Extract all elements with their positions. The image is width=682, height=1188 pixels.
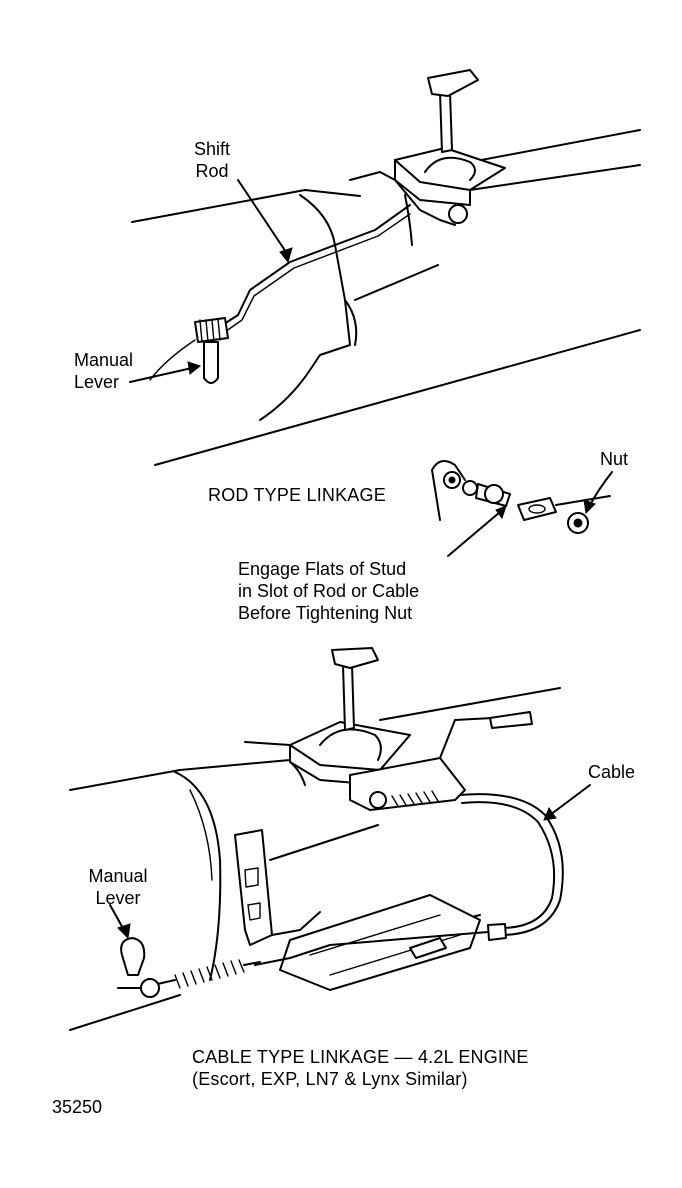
cable-type-linkage-drawing bbox=[69, 647, 591, 1031]
housing-rib bbox=[149, 339, 196, 381]
engage-flats-label-line2: in Slot of Rod or Cable bbox=[238, 581, 420, 601]
shift-rod-label-line1: Shift bbox=[193, 139, 231, 159]
figure-number: 35250 bbox=[52, 1097, 103, 1117]
stud-nut-detail-drawing bbox=[431, 460, 613, 557]
transmission-body-mid-edge bbox=[354, 264, 439, 301]
manual-lever-bottom-label-line2: Lever bbox=[95, 888, 141, 908]
cable-label: Cable bbox=[588, 762, 636, 782]
detail-rod-continuation bbox=[555, 495, 611, 506]
floor-line-right bbox=[454, 129, 641, 166]
detail-slot bbox=[528, 504, 546, 514]
cable-manual-lever-pivot bbox=[140, 978, 160, 998]
nut-leader bbox=[589, 471, 613, 506]
cable-trans-lower-edge bbox=[69, 994, 181, 1031]
manual-lever-arm bbox=[203, 341, 219, 384]
cable-trans-bracket bbox=[234, 829, 273, 946]
detail-lever-arm bbox=[431, 460, 466, 521]
engage-flats-label-line3: Before Tightening Nut bbox=[238, 603, 413, 623]
cable-shifter-boot bbox=[319, 728, 382, 761]
shift-lever-t-handle bbox=[427, 69, 479, 97]
engage-flats-label-line1: Engage Flats of Stud bbox=[238, 559, 407, 579]
transmission-housing-curve bbox=[259, 194, 351, 421]
detail-washer bbox=[462, 480, 478, 496]
cable-type-linkage-caption-line1: CABLE TYPE LINKAGE — 4.2L ENGINE bbox=[192, 1047, 529, 1067]
cable-shifter-spring bbox=[391, 790, 439, 807]
cable-trans-mid-line bbox=[269, 824, 379, 861]
manual-lever-bottom-leader bbox=[109, 904, 125, 931]
shifter-console-boot bbox=[424, 156, 476, 181]
cable-loop-inner bbox=[461, 801, 556, 929]
manual-lever-top-label-line2: Lever bbox=[74, 372, 120, 392]
cable-oil-pan bbox=[279, 894, 481, 991]
nut-label: Nut bbox=[600, 449, 629, 469]
detail-rod-slot-end bbox=[517, 497, 557, 521]
cable-type-linkage-caption: CABLE TYPE LINKAGE — 4.2L ENGINE (Escort… bbox=[192, 1046, 529, 1090]
cable-shifter-plate bbox=[289, 721, 411, 771]
cable-trans-top-edge-right bbox=[379, 687, 561, 721]
cable-trans-top-edge bbox=[69, 759, 291, 791]
cable-spring-coil-lower bbox=[174, 959, 245, 989]
cable-shift-lever-shaft bbox=[342, 664, 355, 731]
shift-rod-label-line2: Rod bbox=[195, 161, 229, 181]
rod-type-linkage-drawing bbox=[129, 69, 641, 466]
shift-rod-arrowhead bbox=[279, 247, 293, 264]
manual-lever-rod-coils bbox=[199, 318, 221, 343]
cable-shifter-base bbox=[244, 741, 306, 786]
shift-rod-leader bbox=[237, 179, 289, 256]
shifter-console-plate bbox=[394, 147, 506, 191]
housing-flange bbox=[344, 299, 358, 346]
transmission-body-lower-edge bbox=[154, 329, 641, 466]
cable-type-linkage-caption-line2: (Escort, EXP, LN7 & Lynx Similar) bbox=[192, 1069, 468, 1089]
detail-nut-hole bbox=[573, 518, 583, 528]
cable-trans-bell-curve bbox=[174, 771, 222, 981]
manual-lever-bottom-label: Manual Lever bbox=[82, 865, 154, 909]
cable-leader bbox=[549, 784, 591, 816]
cable-shifter-pivot bbox=[369, 791, 387, 809]
shifter-bracket bbox=[349, 171, 456, 226]
manual-lever-top-arrowhead bbox=[187, 361, 202, 375]
cable-run-to-lever bbox=[254, 931, 489, 966]
shifter-console-side bbox=[394, 159, 471, 206]
shift-lever-shaft bbox=[439, 91, 453, 153]
cable-loop-outer bbox=[459, 793, 564, 936]
cable-trans-bracket-arm bbox=[271, 911, 321, 936]
cable-shift-lever-t-handle bbox=[331, 647, 379, 669]
engage-flats-arrowhead bbox=[495, 505, 507, 520]
cable-sleeve-lower bbox=[487, 923, 507, 941]
shift-rod bbox=[217, 204, 411, 329]
cable-pan-bracket bbox=[409, 937, 447, 959]
nut-arrowhead bbox=[583, 499, 596, 515]
manual-lever-bottom-label-line1: Manual bbox=[88, 866, 148, 886]
cable-end-fitting-top bbox=[489, 711, 533, 729]
cable-trans-bell-rib bbox=[189, 789, 213, 881]
detail-stud-head bbox=[484, 484, 504, 504]
engage-flats-leader bbox=[447, 511, 501, 557]
transmission-body-top-edge bbox=[131, 189, 361, 223]
shifter-pivot bbox=[448, 204, 468, 224]
manual-lever-top-leader bbox=[129, 367, 193, 383]
shift-rod-shadow bbox=[221, 213, 411, 335]
shift-rod-label: Shift Rod bbox=[184, 138, 240, 182]
manual-lever-top-label: Manual Lever bbox=[74, 349, 133, 393]
detail-lever-bushing-hole bbox=[448, 476, 456, 484]
rod-type-linkage-caption: ROD TYPE LINKAGE bbox=[208, 485, 386, 505]
manual-lever-top-label-line1: Manual bbox=[74, 350, 134, 370]
shifter-mount-arm bbox=[404, 194, 413, 246]
cable-arrowhead bbox=[543, 806, 557, 821]
cable-manual-lever-ball bbox=[120, 937, 146, 976]
cable-trans-bracket-slot bbox=[244, 867, 261, 921]
floor-line-right-lower bbox=[469, 164, 641, 191]
engage-flats-label: Engage Flats of Stud in Slot of Rod or C… bbox=[238, 558, 419, 624]
manual-lever-bottom-arrowhead bbox=[117, 923, 131, 940]
